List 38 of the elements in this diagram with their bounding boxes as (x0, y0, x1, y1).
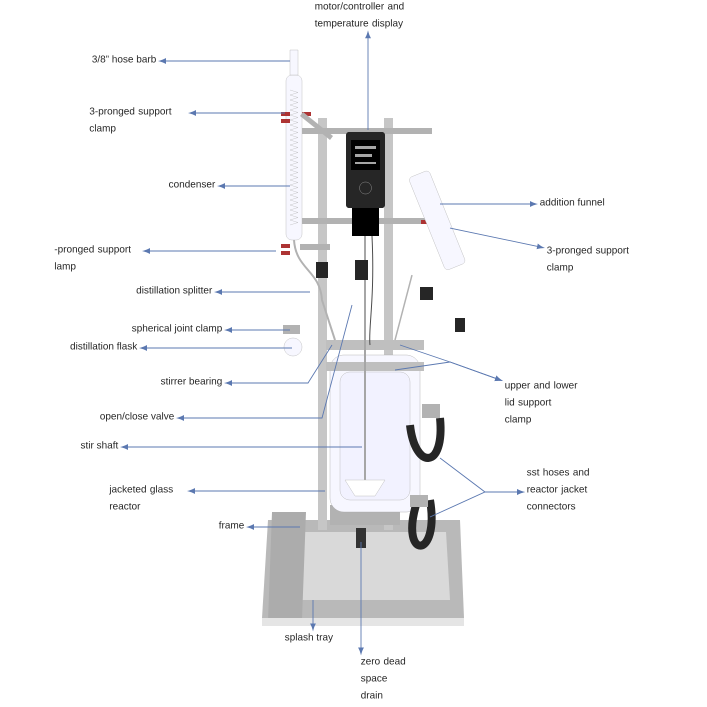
callout-label: stir shaft (80, 441, 118, 449)
callout-label: open/close valve (100, 412, 174, 422)
leader-line (218, 183, 290, 189)
leader-line (430, 489, 524, 518)
leader-line (189, 110, 286, 116)
leader-line (247, 524, 300, 530)
callout-label: splash tray (284, 633, 334, 643)
callout-label: frame (218, 521, 244, 529)
callout-label: motor/controller and temperature display (314, 2, 404, 29)
leader-line (225, 344, 332, 386)
leader-line (140, 345, 292, 351)
leader-line (143, 248, 276, 254)
callout-label: 3/8” hose barb (92, 55, 156, 63)
callout-label: upper and lower lid support clamp (505, 381, 578, 425)
leader-line (450, 228, 544, 250)
callout-label: spherical joint clamp (132, 324, 222, 334)
callout-label: 3-pronged support clamp (90, 107, 172, 134)
callout-label: zero dead space drain (360, 657, 406, 699)
callout-label: distillation splitter (136, 286, 212, 296)
leader-line (358, 542, 364, 654)
callout-label: stirrer bearing (160, 377, 222, 387)
leader-line (159, 58, 290, 64)
callout-label: 3-pronged support clamp (547, 246, 629, 273)
leader-line (365, 32, 371, 130)
callout-label: jacketed glass reactor (109, 485, 173, 510)
leader-line (225, 327, 290, 333)
leader-line (188, 488, 326, 494)
callout-label: -pronged support lamp (54, 245, 131, 272)
callout-label: condenser (169, 180, 216, 188)
leader-line (394, 362, 502, 381)
callout-label: sst hoses and reactor jacket connectors (527, 468, 589, 510)
leader-line (121, 444, 362, 450)
leader-line (177, 304, 352, 421)
leader-line (310, 600, 316, 630)
leader-line (440, 201, 537, 207)
callout-label: distillation flask (70, 342, 138, 350)
leader-line (215, 289, 310, 295)
callout-label: addition funnel (540, 198, 604, 206)
